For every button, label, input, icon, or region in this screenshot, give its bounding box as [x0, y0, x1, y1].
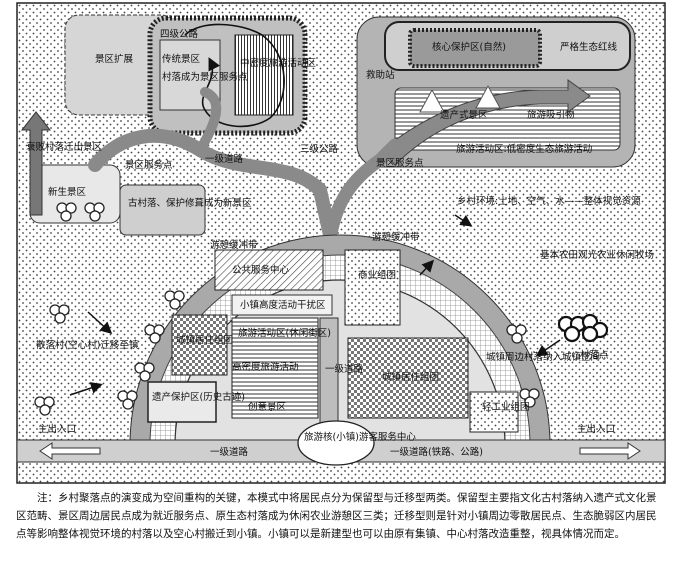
label-town-edge: 城镇周边村落纳入城镇空间	[486, 351, 600, 363]
label-low-density: 旅游活动区:低密度生态旅游活动	[456, 143, 592, 155]
label-tour-activity-zone: 旅游活动区(休闲街区)	[238, 327, 331, 339]
residence-cluster-left	[171, 314, 228, 376]
label-scenic-expansion: 景区扩展	[95, 53, 134, 65]
label-ancient-village: 古村落、保护修葺成为新景区	[128, 197, 252, 209]
label-scattered-village: 散落村(空心村)迁移至镇	[36, 339, 139, 351]
commerce-cluster	[344, 249, 401, 326]
ancient-village-zone	[119, 184, 206, 236]
tree-icons	[34, 202, 540, 416]
migration-arrows	[69, 214, 561, 396]
core-protection-inner	[408, 28, 542, 68]
label-basic-farmland: 基本农田观光农业休闲牧场	[540, 249, 654, 261]
label-traditional-area: 传统景区	[162, 53, 201, 65]
label-creative-district: 创意景区	[248, 401, 287, 413]
town-interference-zone	[231, 294, 333, 316]
entrance-arrow-right	[579, 442, 641, 460]
label-first-road: 一级道路	[205, 153, 244, 165]
label-new-scenic-area: 新生景区	[48, 186, 87, 198]
label-primary-road-bottom-right: 一级道路(铁路、公路)	[390, 446, 483, 458]
label-core-protection: 核心保护区(自然)	[432, 41, 506, 53]
label-scenic-service-right: 景区服务点	[376, 157, 424, 169]
label-town-residence-mid: 城镇居住组团	[382, 371, 439, 383]
label-buffer-left: 游憩缓冲带	[210, 239, 258, 251]
label-heritage-protect: 遗产保护区(历史古迹)	[152, 391, 245, 403]
label-primary-road-center: 一级道路	[325, 363, 364, 375]
label-village-to-scenic: 村落成为景区服务点	[162, 71, 248, 83]
scenic-expansion-arrow	[20, 111, 52, 216]
light-industry-cluster	[469, 391, 519, 433]
label-heritage-area: 遗产式景区	[440, 109, 488, 121]
residence-cluster-center	[347, 337, 469, 419]
label-main-entrance-left: 主出入口	[38, 423, 76, 435]
label-strict-redline: 严格生态红线	[560, 41, 618, 53]
label-high-density: 高密度旅游活动	[232, 361, 299, 373]
label-buffer-right: 游憩缓冲带	[372, 231, 420, 243]
label-tourism-core: 旅游核(小镇)游客服务中心	[304, 431, 416, 443]
tour-loop-path	[184, 23, 285, 128]
heritage-peak-icon-2	[475, 84, 501, 109]
label-rescue-station: 救助站	[366, 69, 395, 81]
label-mid-density: 中密度旅游活动区	[240, 57, 317, 69]
tour-arrow-right	[381, 79, 591, 166]
label-primary-road-bottom-left: 一级道路	[210, 446, 249, 458]
label-county-road: 四级公路	[160, 28, 199, 40]
label-rural-env: 乡村环境:土地、空气、水——整体视觉资源	[457, 195, 641, 207]
spatial-model-diagram: 四级公路 传统景区 村落成为景区服务点 中密度旅游活动区 景区扩展 核心保护区(…	[16, 2, 666, 484]
label-town-residence-left: 城镇居住组团	[176, 334, 233, 346]
tourism-activity-zone	[231, 317, 319, 419]
label-tourist-attraction: 旅游吸引物	[527, 109, 575, 121]
county-road-link	[195, 87, 222, 155]
label-town-interference: 小镇高度活动干扰区	[240, 299, 326, 311]
heritage-protection-zone	[147, 381, 217, 423]
label-scenic-service-left: 景区服务点	[125, 159, 173, 171]
public-service-center	[214, 249, 324, 291]
third-grade-road	[323, 138, 402, 247]
figure-caption: 注：乡村聚落点的演变成为空间重构的关键，本模式中将居民点分为保留型与迁移型两类。…	[16, 492, 657, 540]
entrance-arrow-left	[39, 442, 101, 460]
label-third-road: 三级公路	[300, 143, 339, 155]
label-main-entrance-right: 主出入口	[577, 423, 615, 435]
tourism-core-marker	[297, 420, 375, 466]
label-village-point: 村落点	[580, 349, 609, 361]
label-public-center: 公共服务中心	[232, 264, 290, 276]
label-light-industry: 轻工业组团	[482, 401, 530, 413]
heritage-peak-icon-1	[419, 88, 445, 113]
village-point-icon	[557, 313, 609, 343]
label-declining-village: 衰败村落迁出景区	[26, 141, 103, 153]
label-commerce: 商业组团	[358, 269, 396, 281]
